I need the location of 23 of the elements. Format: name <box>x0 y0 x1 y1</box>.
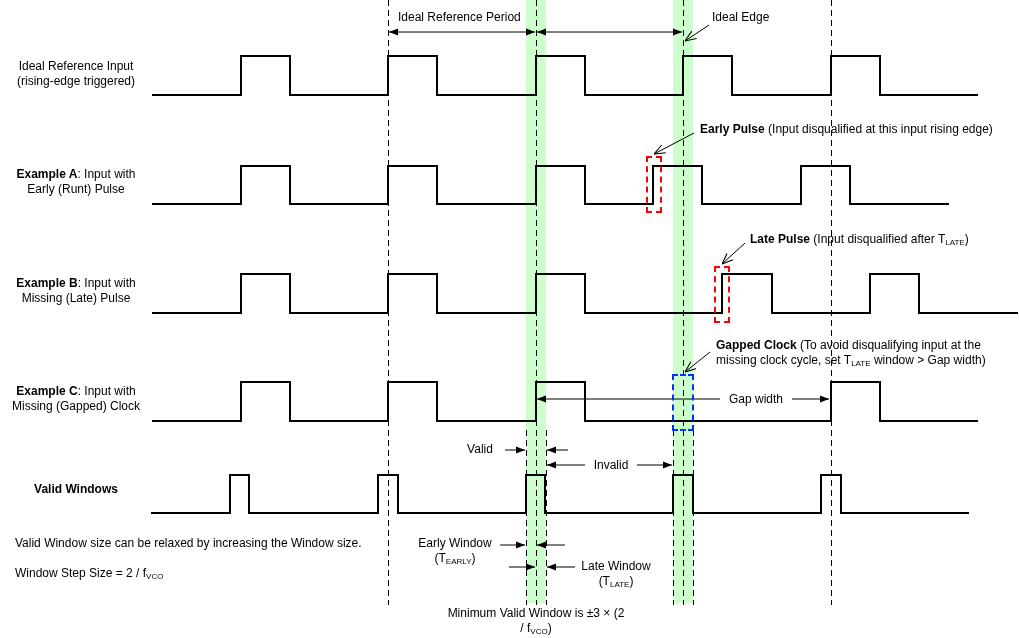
note: Valid Window size can be relaxed by increasing the Window size. <box>15 536 363 551</box>
leader-line <box>721 242 746 265</box>
dimension-label: Valid <box>466 442 494 457</box>
dimension-label: Minimum Valid Window is ±3 × (2 / f$_{VCO}$) <box>446 606 626 636</box>
dimension-label: Ideal Reference Period <box>398 10 522 25</box>
signal-label: Valid Windows <box>33 482 119 497</box>
leader-line <box>684 24 710 42</box>
callout-text: Gapped Clock (To avoid disqualifying input at the missing clock cycle, set T$_{LATE}$ window > Gap width) <box>716 338 1006 368</box>
signal-label: Example A: Input with Early (Runt) Pulse <box>15 167 137 197</box>
highlight-box <box>646 156 662 213</box>
dimension-label: Early Window (T$_{EARLY}$) <box>417 536 493 566</box>
highlight-box <box>672 374 694 431</box>
note: Window Step Size = 2 / f$_{VCO}$ <box>15 566 165 581</box>
leader-line <box>653 132 695 155</box>
signal-label: Ideal Reference Input (rising-edge triggered) <box>15 59 137 89</box>
dimension-label: Late Window (T$_{LATE}$) <box>580 559 652 589</box>
callout-text: Early Pulse (Input disqualified at this input rising edge) <box>700 122 1019 137</box>
callout-text: Late Pulse (Input disqualified after T$_{LATE}$) <box>750 232 1010 247</box>
callout-text: Ideal Edge <box>712 10 802 25</box>
signal-label: Example B: Input with Missing (Late) Pulse <box>15 276 137 306</box>
highlight-box <box>714 266 730 323</box>
signal-label: Example C: Input with Missing (Gapped) Clock <box>10 384 141 414</box>
leader-line <box>684 351 711 373</box>
